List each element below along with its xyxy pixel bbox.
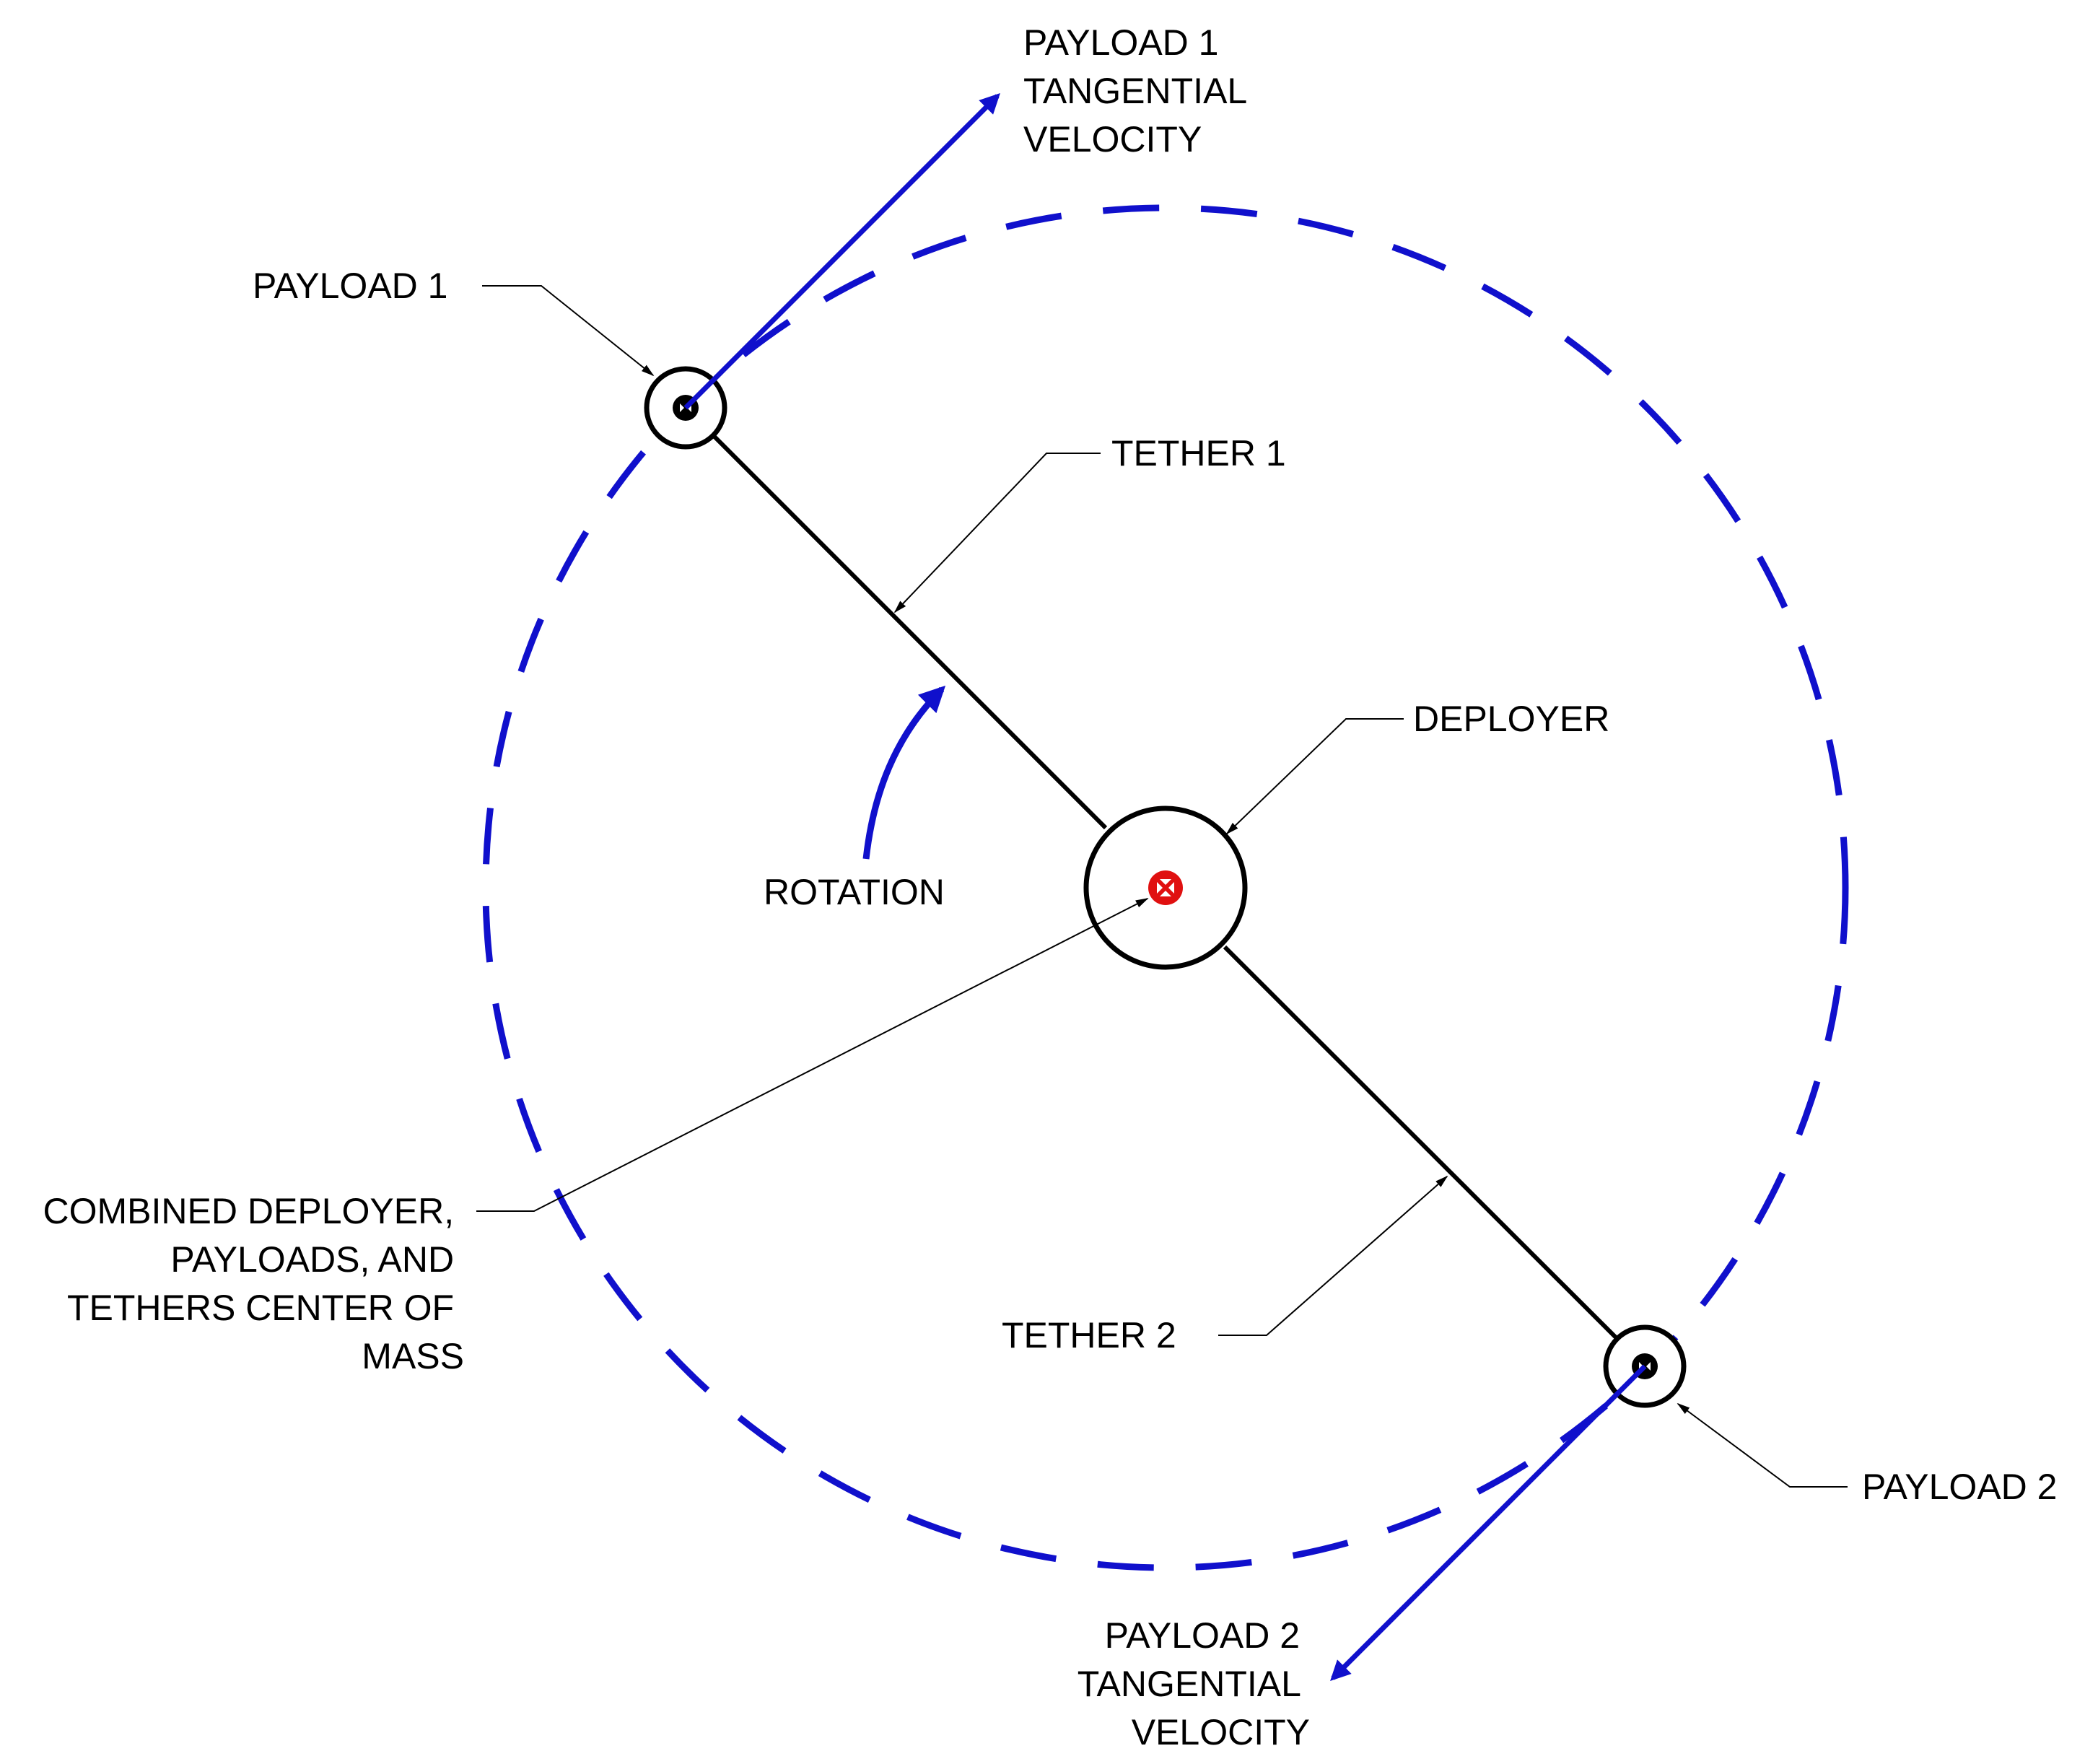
- tether-1-label: TETHER 1: [1111, 433, 1286, 473]
- payload-2-velocity-label: PAYLOAD 2 TANGENTIAL VELOCITY: [1078, 1615, 1310, 1752]
- tether-2-line: [1223, 945, 1647, 1368]
- payload-2-velocity-arrow: [1330, 1364, 1647, 1681]
- orbit-circle: [482, 204, 1849, 1571]
- payload-2-label: PAYLOAD 2: [1862, 1467, 2057, 1507]
- deployer-label: DEPLOYER: [1413, 699, 1609, 739]
- payload-1-velocity-arrow: [683, 93, 1000, 410]
- tether-2-leader: [1218, 1175, 1448, 1336]
- tether-1-line: [683, 406, 1108, 830]
- center-of-mass-label: COMBINED DEPLOYER, PAYLOADS, AND TETHERS…: [43, 1191, 464, 1376]
- rotation-label: ROTATION: [764, 872, 945, 912]
- tether-1-leader: [893, 453, 1101, 614]
- payload-1-leader: [482, 285, 655, 377]
- rotation-arrow: [862, 685, 946, 860]
- deployer-leader: [1225, 718, 1404, 835]
- payload-1-label: PAYLOAD 1: [253, 266, 447, 306]
- tether-2-label: TETHER 2: [1002, 1315, 1176, 1355]
- center-of-mass-marker: [1148, 870, 1183, 905]
- payload-1-velocity-label: PAYLOAD 1 TANGENTIAL VELOCITY: [1023, 22, 1256, 160]
- center-of-mass-leader: [476, 898, 1149, 1212]
- payload-2-leader: [1677, 1402, 1848, 1488]
